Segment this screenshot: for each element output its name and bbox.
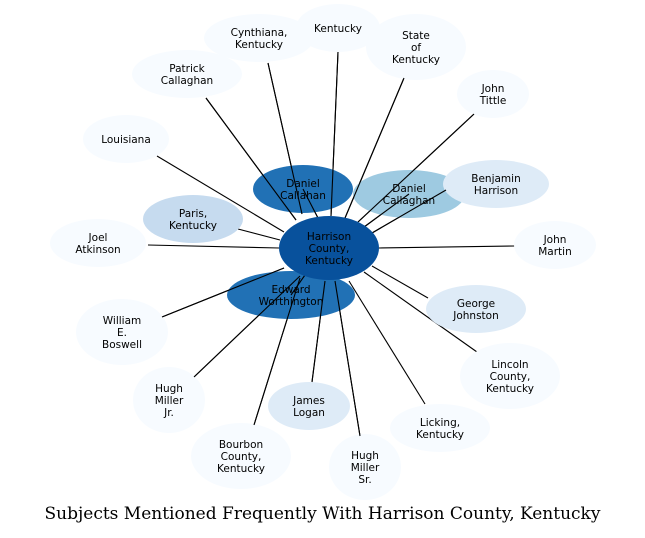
node-hugh-miller-jr-shape (133, 367, 205, 433)
node-kentucky-label: Kentucky (314, 23, 362, 35)
node-hugh-miller-sr-shape (329, 434, 401, 500)
edge-overlay-william-e-boswell (161, 267, 285, 318)
edge-george-johnston (371, 265, 429, 299)
node-joel-atkinson-shape (50, 219, 146, 267)
edge-overlay-benjamin-harrison (371, 189, 447, 234)
node-licking-kentucky-shape (390, 404, 490, 452)
edge-overlay-daniel-callaghan (359, 193, 410, 231)
edge-overlay-john-tittle (357, 113, 475, 223)
node-louisiana-shape (83, 115, 169, 163)
node-john-martin-shape (514, 221, 596, 269)
edge-overlay-bourbon-county (253, 277, 301, 426)
node-paris-kentucky: Paris,Kentucky (143, 195, 243, 243)
node-kentucky-shape (296, 4, 380, 52)
node-licking-kentucky: Licking,Kentucky (390, 404, 490, 452)
edge-overlay-state-of-kentucky (344, 77, 405, 219)
edge-paris-kentucky (237, 228, 281, 241)
edge-john-martin (378, 245, 516, 249)
node-state-of-kentucky-shape (366, 14, 466, 80)
node-james-logan-shape (268, 382, 350, 430)
node-cynthiana-shape (204, 14, 314, 62)
node-cynthiana-label: Cynthiana,Kentucky (231, 27, 288, 51)
edge-overlay-patrick-callaghan (205, 97, 297, 221)
node-john-tittle-shape (457, 70, 529, 118)
node-paris-kentucky-shape (143, 195, 243, 243)
node-benjamin-harrison-shape (443, 160, 549, 208)
node-kentucky: Kentucky (296, 4, 380, 52)
edge-overlay-hugh-miller-jr (193, 275, 301, 378)
edge-overlay-cynthiana (267, 62, 303, 215)
node-licking-kentucky-label: Licking,Kentucky (416, 417, 464, 441)
node-bourbon-county-shape (191, 423, 291, 489)
edge-overlay-kentucky (330, 51, 339, 217)
edge-lincoln-county (363, 271, 478, 353)
edge-joel-atkinson (147, 244, 280, 249)
edge-overlay-daniel-callahan (302, 188, 319, 219)
diagram-title: Subjects Mentioned Frequently With Harri… (44, 504, 601, 524)
node-lincoln-county-shape (460, 343, 560, 409)
node-paris-kentucky-label: Paris,Kentucky (169, 208, 217, 232)
edge-overlay-hugh-miller-sr (334, 280, 361, 437)
node-louisiana-label: Louisiana (101, 134, 151, 146)
node-harrison-county-center-shape (279, 216, 379, 280)
node-george-johnston-shape (426, 285, 526, 333)
node-william-e-boswell-shape (76, 299, 168, 365)
node-patrick-callaghan-shape (132, 50, 242, 98)
edge-overlay-james-logan (311, 280, 326, 383)
node-cynthiana: Cynthiana,Kentucky (204, 14, 314, 62)
edge-louisiana (156, 155, 285, 233)
edge-licking-kentucky (348, 280, 426, 405)
node-louisiana: Louisiana (83, 115, 169, 163)
